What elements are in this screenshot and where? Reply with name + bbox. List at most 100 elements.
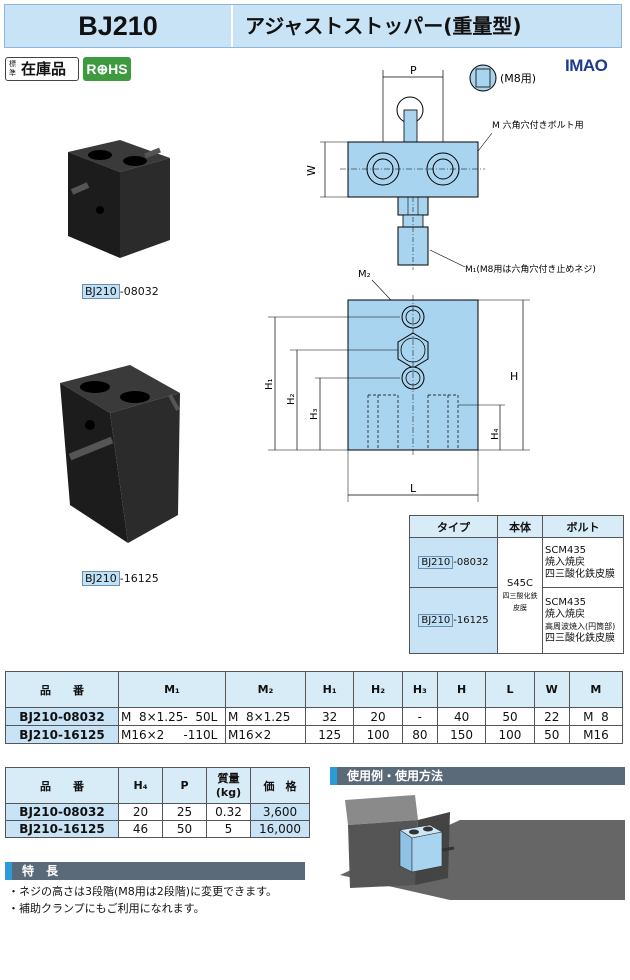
section-accent <box>330 767 337 785</box>
dim-h2: H₂ <box>286 393 297 405</box>
spec-header: L <box>485 671 535 708</box>
material-bolt-cell: SCM435 焼入焼戻 四三酸化鉄皮膜 <box>542 537 624 588</box>
spec-header: W <box>533 671 570 708</box>
spec-cell: M16 <box>568 725 624 744</box>
spec-header: H₁ <box>304 671 355 708</box>
product-photo-08032 <box>68 140 170 258</box>
product-label-prefix: BJ210 <box>82 284 120 299</box>
part-number: BJ210-08032 <box>5 707 119 726</box>
spec-table-secondary: 品 番 H₄ P 質量 (kg) 価 格 BJ210-08032 20 25 0… <box>5 767 310 838</box>
spec-cell: 50 <box>162 820 207 838</box>
spec-header: H₄ <box>118 767 163 804</box>
product-label-16125: BJ210-16125 <box>82 571 159 586</box>
dim-h3: H₃ <box>309 408 320 420</box>
feature-item: ・補助クランプにもご利用になれます。 <box>8 902 205 915</box>
stock-badge: 標準 在庫品 <box>5 57 79 81</box>
price-cell: 3,600 <box>250 803 310 821</box>
spec-header: H <box>436 671 487 708</box>
spec-cell: 20 <box>118 803 163 821</box>
material-body-cell: S45C 四三酸化鉄皮膜 <box>497 537 543 654</box>
type-suffix: -08032 <box>453 556 489 568</box>
spec-cell: 32 <box>304 707 355 726</box>
product-label-suffix: -16125 <box>119 572 159 585</box>
bolt-spec-line: 四三酸化鉄皮膜 <box>545 632 615 644</box>
stock-badge-small: 標準 <box>9 60 16 77</box>
material-bolt-cell: SCM435 焼入焼戻 高周波焼入(円筒部) 四三酸化鉄皮膜 <box>542 587 624 654</box>
m-bolt-note: M 六角穴付きボルト用 <box>492 119 584 131</box>
spec-cell: 150 <box>436 725 487 744</box>
dim-l: L <box>410 482 417 495</box>
product-label-prefix: BJ210 <box>82 571 120 586</box>
spec-table-main: 品 番 M₁ M₂ H₁ H₂ H₃ H L W M BJ210-08032 M… <box>5 671 624 744</box>
spec-header: 価 格 <box>250 767 310 804</box>
price-cell: 16,000 <box>250 820 310 838</box>
material-row-type: BJ210-16125 <box>409 587 498 654</box>
table-row: BJ210-16125 M16×2 -110L M16×2 125 100 80… <box>5 725 624 744</box>
m8-note: (M8用) <box>500 72 536 85</box>
spec-cell: 50 <box>485 707 535 726</box>
material-header-type: タイプ <box>409 515 498 538</box>
brand-logo: IMAO <box>565 56 608 75</box>
section-accent <box>5 862 12 880</box>
spec-cell: 50 <box>533 725 570 744</box>
spec-cell: 22 <box>533 707 570 726</box>
part-number: BJ210-16125 <box>5 725 119 744</box>
type-suffix: -16125 <box>453 614 489 626</box>
dim-h4: H₄ <box>490 428 501 440</box>
spec-cell: 100 <box>485 725 535 744</box>
spec-cell: M 8 <box>568 707 624 726</box>
spec-cell: 25 <box>162 803 207 821</box>
type-prefix: BJ210 <box>418 613 454 627</box>
spec-header: 質量 (kg) <box>206 767 251 804</box>
spec-header: H₃ <box>401 671 438 708</box>
spec-cell: 20 <box>353 707 403 726</box>
body-finish: 四三酸化鉄皮膜 <box>502 591 538 612</box>
spec-cell: 5 <box>206 820 251 838</box>
feature-item: ・ネジの高さは3段階(M8用は2段階)に変更できます。 <box>8 885 277 898</box>
features-title: 特 長 <box>22 864 59 878</box>
spec-header: M₁ <box>118 671 226 708</box>
bolt-spec-line: 焼入焼戻 <box>545 556 585 568</box>
dim-p: P <box>410 64 417 77</box>
usage-section-bar: 使用例・使用方法 <box>330 767 625 785</box>
product-label-suffix: -08032 <box>119 285 159 298</box>
spec-cell: 0.32 <box>206 803 251 821</box>
spec-cell: M16×2 -110L <box>118 725 226 744</box>
bolt-spec-line: 四三酸化鉄皮膜 <box>545 568 615 580</box>
product-title: アジャストストッパー(重量型) <box>245 14 522 38</box>
spec-cell: 40 <box>436 707 487 726</box>
usage-illustration <box>340 795 625 900</box>
type-prefix: BJ210 <box>418 555 454 569</box>
spec-cell: 80 <box>401 725 438 744</box>
spec-header: M₂ <box>225 671 306 708</box>
spec-header: 品 番 <box>5 767 119 804</box>
bolt-spec-line: 焼入焼戻 <box>545 608 585 620</box>
table-row: BJ210-16125 46 50 5 16,000 <box>5 820 310 838</box>
spec-cell: - <box>401 707 438 726</box>
spec-cell: M16×2 <box>225 725 306 744</box>
spec-header: H₂ <box>353 671 403 708</box>
table-row: BJ210-08032 M 8×1.25- 50L M 8×1.25 32 20… <box>5 707 624 726</box>
stock-badge-label: 在庫品 <box>21 60 67 78</box>
spec-cell: 46 <box>118 820 163 838</box>
material-table: タイプ 本体 ボルト BJ210-08032 S45C 四三酸化鉄皮膜 SCM4… <box>409 515 624 654</box>
body-material: S45C <box>506 577 534 589</box>
page-header: BJ210 アジャストストッパー(重量型) <box>4 4 622 48</box>
dim-h1: H₁ <box>264 378 275 390</box>
features-section-bar: 特 長 <box>5 862 305 880</box>
bolt-spec-line: SCM435 <box>545 596 587 608</box>
product-code: BJ210 <box>5 5 233 47</box>
spec-header: M <box>568 671 624 708</box>
spec-header: 品 番 <box>5 671 119 708</box>
part-number: BJ210-16125 <box>5 820 119 838</box>
spec-cell: 125 <box>304 725 355 744</box>
material-header-body: 本体 <box>497 515 543 538</box>
dim-w: W <box>305 165 318 176</box>
bolt-spec-line: SCM435 <box>545 544 587 556</box>
spec-cell: M 8×1.25 <box>225 707 306 726</box>
spec-header: P <box>162 767 207 804</box>
product-label-08032: BJ210-08032 <box>82 284 159 299</box>
material-row-type: BJ210-08032 <box>409 537 498 588</box>
bolt-spec-line: 高周波焼入(円筒部) <box>545 621 616 631</box>
part-number: BJ210-08032 <box>5 803 119 821</box>
